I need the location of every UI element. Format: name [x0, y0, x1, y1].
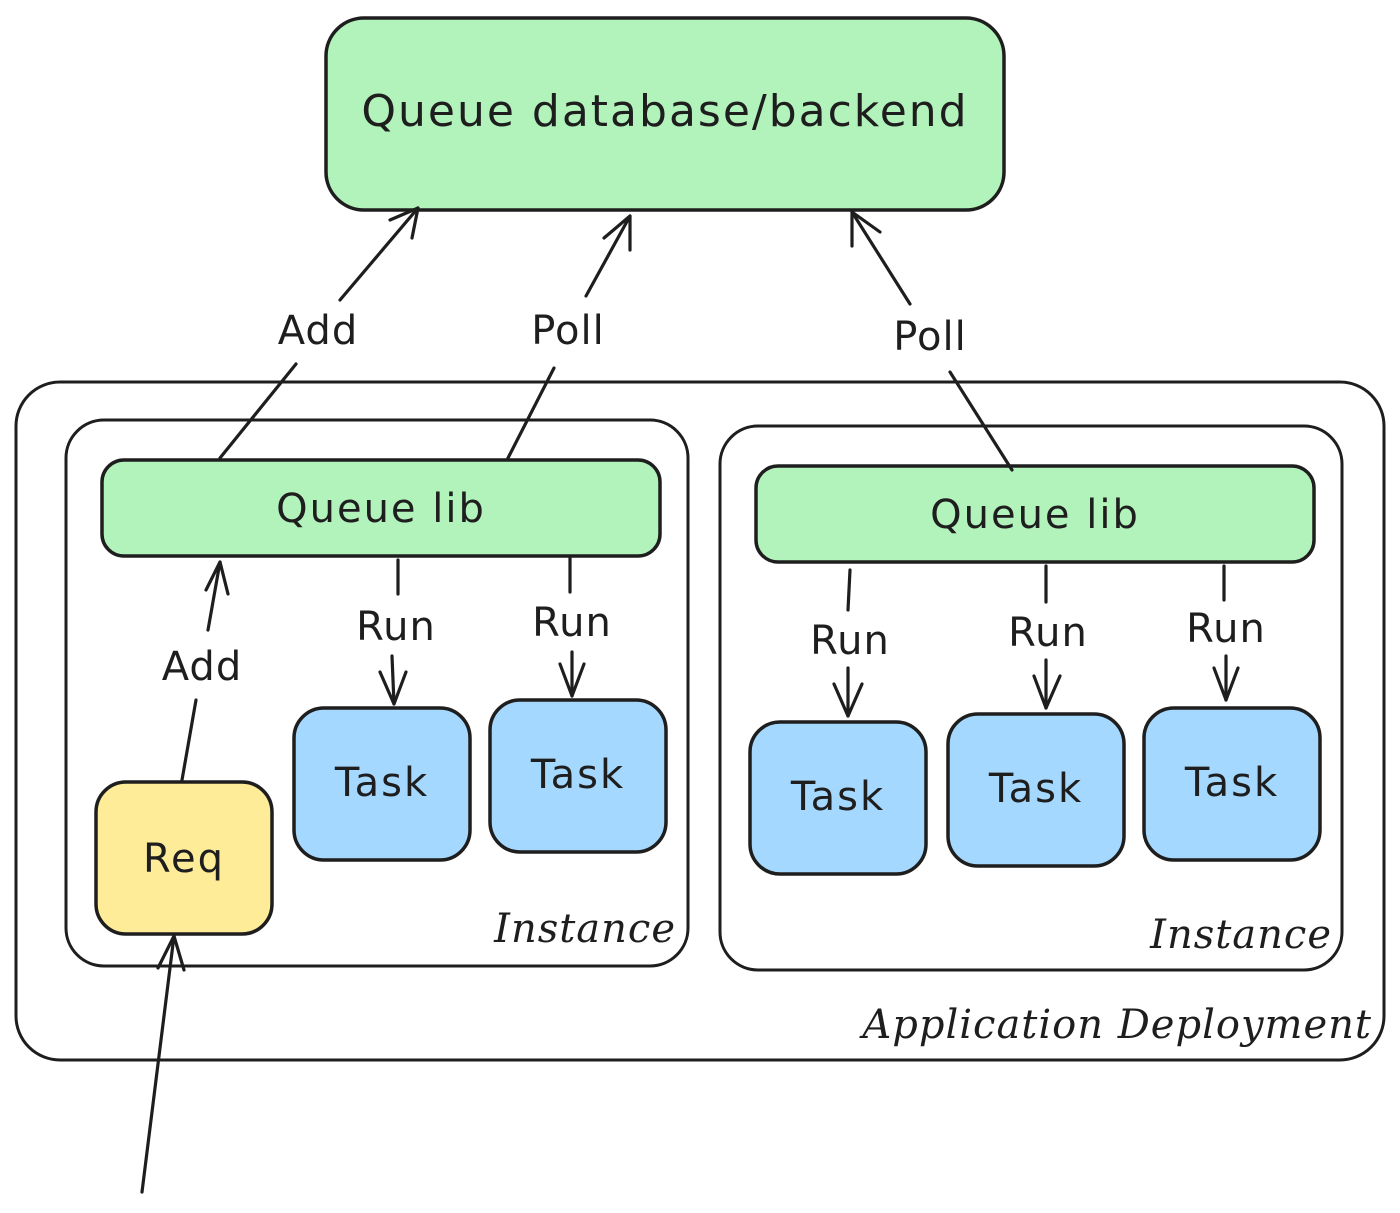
request-node	[94, 780, 274, 936]
edge-incoming-request-arrowhead	[156, 934, 186, 972]
edge-lib-right-poll-arrowhead	[850, 210, 882, 248]
edge-run-1-label: Run	[356, 604, 436, 650]
task-node-1	[292, 706, 472, 862]
deployment-container	[14, 380, 1386, 1062]
edge-run-1-arrowhead	[378, 670, 408, 706]
task-node-3	[748, 720, 928, 876]
task-node-4	[946, 712, 1126, 868]
edge-run-2-label: Run	[532, 600, 612, 646]
edge-req-add-lower	[180, 698, 198, 782]
edge-run-4-arrowhead	[1032, 674, 1062, 710]
edge-lib-left-add-lower	[218, 362, 298, 460]
edge-run-5-label: Run	[1186, 606, 1266, 652]
edge-run-3-arrowhead	[832, 682, 864, 718]
edge-lib-right-poll-lower	[948, 370, 1014, 472]
instance-left-container	[64, 418, 690, 968]
deployment-label: Application Deployment	[858, 1002, 1372, 1048]
edge-run-5-arrowhead	[1212, 666, 1240, 702]
instance-right-container	[718, 424, 1344, 972]
edge-incoming-request	[140, 934, 176, 1194]
task-label-5: Task	[1184, 760, 1279, 806]
edge-lib-left-poll-lower	[506, 366, 556, 460]
task-node-2	[488, 698, 668, 854]
edge-run-1-stem-bottom	[390, 654, 396, 706]
edge-run-3-label: Run	[810, 618, 890, 664]
edge-run-3-stem-top	[846, 568, 852, 612]
edge-lib-left-add-label: Add	[278, 308, 358, 354]
backend-label: Queue database/backend	[361, 86, 968, 137]
task-label-1: Task	[334, 760, 429, 806]
edge-lib-left-add-arrowhead	[388, 206, 420, 240]
instance-right-label: Instance	[1149, 912, 1332, 958]
edge-run-2-arrowhead	[558, 662, 586, 698]
task-label-2: Task	[530, 752, 625, 798]
backend-node	[324, 16, 1006, 212]
edge-lib-right-poll-label: Poll	[893, 314, 966, 360]
task-label-4: Task	[988, 766, 1083, 812]
instance-left-label: Instance	[493, 906, 676, 952]
queue-lib-left-label: Queue lib	[276, 486, 486, 532]
task-node-5	[1142, 706, 1322, 862]
queue-lib-right-label: Queue lib	[930, 492, 1140, 538]
edge-lib-left-poll-upper	[584, 214, 632, 298]
task-label-3: Task	[790, 774, 885, 820]
edge-lib-left-poll-label: Poll	[531, 308, 604, 354]
queue-lib-right-node	[754, 464, 1316, 564]
queue-lib-left-node	[100, 458, 662, 558]
edge-req-add-upper	[206, 560, 222, 632]
edge-lib-left-add-upper	[338, 206, 420, 302]
edge-lib-left-poll-arrowhead	[602, 214, 632, 252]
edge-req-add-arrowhead	[204, 560, 230, 596]
request-label: Req	[143, 836, 225, 882]
edge-run-4-label: Run	[1008, 610, 1088, 656]
edge-req-add-label: Add	[162, 644, 242, 690]
edge-lib-right-poll-upper	[850, 210, 912, 306]
